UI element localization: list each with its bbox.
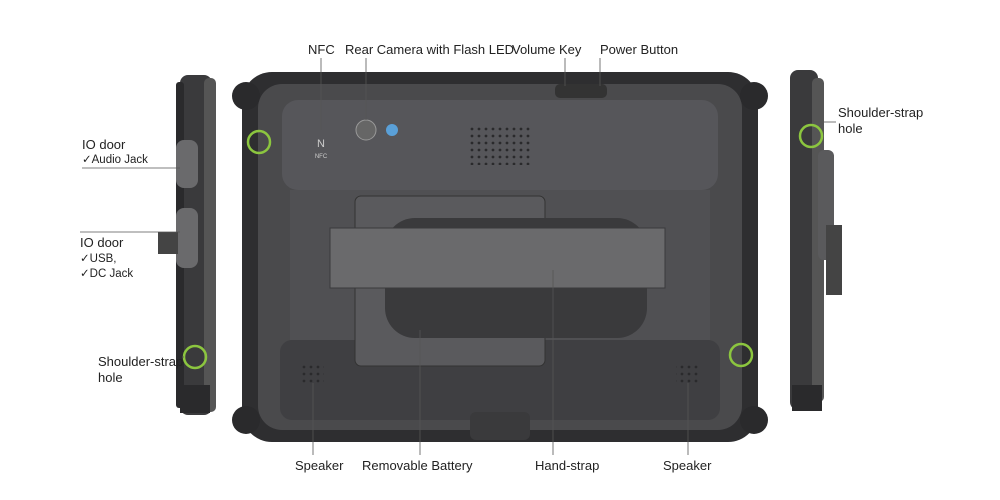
io-door-audio — [176, 140, 198, 188]
leader-lines — [80, 58, 836, 455]
io-door-usb — [176, 208, 198, 268]
label-strap-hole-right: Shoulder-strap — [838, 105, 923, 120]
speaker-left-grille — [300, 365, 324, 383]
label-hand-strap: Hand-strap — [535, 458, 599, 473]
label-nfc: NFC — [308, 42, 335, 57]
speaker-grille-top — [470, 125, 530, 165]
label-power-button: Power Button — [600, 42, 678, 57]
label-audio-jack: ✓Audio Jack — [82, 154, 148, 166]
label-dc-jack: ✓DC Jack — [80, 268, 133, 280]
camera-icon — [355, 119, 377, 141]
svg-text:NFC: NFC — [315, 154, 328, 160]
right-side-view — [790, 70, 842, 411]
label-strap-hole-left-2: hole — [98, 370, 123, 385]
label-speaker-left: Speaker — [295, 458, 344, 473]
svg-text:N: N — [317, 138, 325, 150]
label-strap-hole-left: Shoulder-strap — [98, 354, 183, 369]
label-io-door-1: IO door — [82, 137, 126, 152]
label-volume-key: Volume Key — [512, 42, 582, 57]
label-usb: ✓USB, — [80, 253, 116, 265]
label-removable-battery: Removable Battery — [362, 458, 473, 473]
label-strap-hole-right-2: hole — [838, 121, 863, 136]
speaker-right-grille — [676, 365, 700, 383]
left-side-view — [158, 75, 216, 415]
flash-led-icon — [386, 124, 398, 136]
hand-strap — [329, 227, 666, 289]
label-io-door-2: IO door — [80, 235, 124, 250]
volume-power-keys — [555, 84, 607, 98]
tablet-rear-view: N NFC — [232, 72, 768, 442]
label-rear-camera: Rear Camera with Flash LED — [345, 42, 514, 57]
label-speaker-right: Speaker — [663, 458, 712, 473]
